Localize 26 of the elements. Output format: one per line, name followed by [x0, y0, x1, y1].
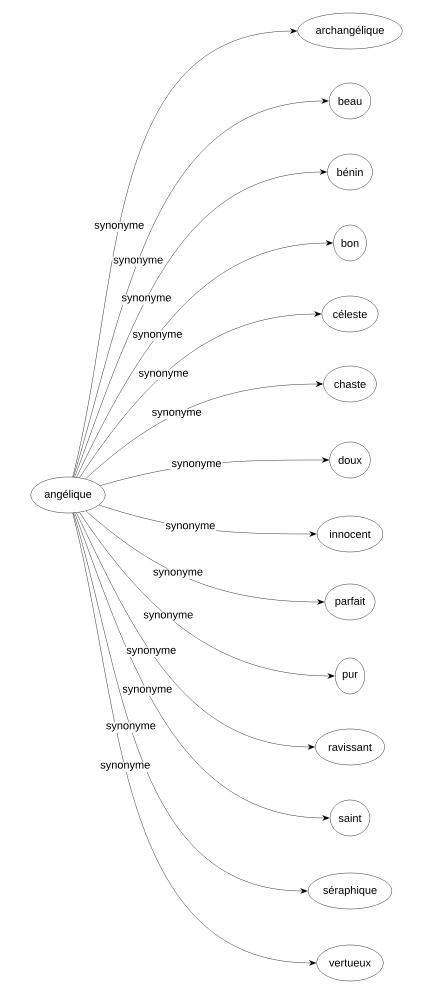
edge-label: synonyme — [132, 330, 184, 342]
edge-label: synonyme — [121, 686, 174, 696]
edge-label: synonyme — [99, 762, 152, 772]
arrow — [86, 510, 324, 605]
arrow — [79, 512, 335, 679]
arrow — [79, 311, 322, 478]
edge-label: synonyme — [120, 294, 172, 305]
arrow — [76, 240, 333, 478]
arrow — [74, 512, 330, 821]
edge-label: synonyme — [125, 646, 178, 658]
edge-label: synonyme — [104, 722, 157, 733]
arrow — [85, 381, 324, 480]
arrow — [74, 169, 327, 478]
arrow — [72, 28, 298, 478]
arrow — [73, 98, 329, 478]
arrow — [73, 512, 308, 894]
edge-label: synonyme — [150, 408, 203, 420]
edge-label: synonyme — [112, 256, 164, 267]
arrow — [72, 512, 316, 966]
arrow — [76, 512, 315, 750]
edge-label: synonyme — [152, 568, 204, 579]
edge-label: synonyme — [93, 222, 146, 232]
edge-label: synonyme — [164, 522, 216, 532]
edge-label: synonyme — [138, 370, 190, 380]
edge-label: synonyme — [142, 611, 194, 622]
edge-label: synonyme — [170, 460, 222, 470]
